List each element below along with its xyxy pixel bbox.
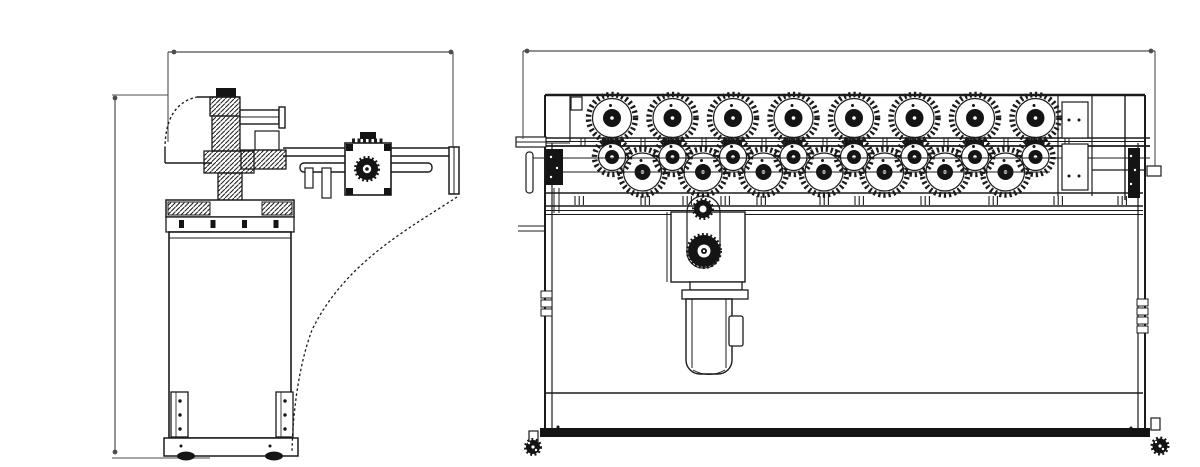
fv-end-bracket-dot [1129, 154, 1133, 158]
fv-tension-dot [555, 166, 559, 170]
fv-leg-rung [1136, 325, 1149, 334]
sv-bolt [178, 413, 182, 417]
sv-cap-block [209, 96, 241, 117]
sv-carriage-handle [360, 132, 376, 139]
sv-bolt [178, 399, 182, 403]
fv-caster-dot [527, 441, 531, 445]
fv-guide-hook [525, 151, 534, 194]
fv-channel-tick [574, 196, 1127, 205]
fv-beam-step-notch [570, 96, 583, 111]
sv-cap-nub [216, 88, 236, 97]
fv-base-mark [1129, 426, 1133, 430]
fv-bearing-block [603, 139, 1045, 146]
sv-dim-arrow [112, 95, 118, 101]
fv-motor-body [685, 298, 733, 375]
sv-carriage-sprocket [354, 156, 380, 182]
sv-hanger-2 [321, 167, 332, 199]
sv-slot [179, 220, 279, 228]
fv-panel-bolt [1077, 118, 1081, 122]
fv-panel-bolt [1067, 118, 1071, 122]
fv-caster-dot [1154, 440, 1158, 444]
layer-front-right-panel [1061, 101, 1140, 198]
fv-leg-rung [1136, 316, 1149, 325]
sv-stand-hatch-left [167, 201, 211, 216]
sv-carriage-corner [346, 188, 353, 195]
layer-front-dims [522, 48, 1162, 177]
sv-base-bolt [268, 444, 272, 448]
fv-tension-block [546, 149, 563, 185]
sv-carriage-corner [384, 144, 391, 151]
layer-front-band2 [545, 192, 1143, 215]
fv-dim-arrow [1148, 48, 1154, 54]
layer-front-left-bracket [515, 136, 563, 232]
sv-guard-curve [291, 196, 458, 453]
layer-front-top-gears [585, 91, 1062, 145]
layer-front-motor [666, 195, 749, 375]
fv-end-panel-upper [1061, 101, 1089, 139]
sv-hanger-1 [304, 167, 314, 189]
layer-side-machine [164, 88, 460, 202]
fv-end-bracket [1128, 148, 1140, 198]
sv-bolt [283, 413, 287, 417]
fv-terminal-box [728, 315, 744, 347]
sv-base-plate [163, 437, 299, 457]
layer-side-stand [163, 199, 299, 461]
sv-bolt [178, 427, 182, 431]
fv-top-roller-gear [585, 91, 1062, 145]
sv-shaft-tbar [278, 106, 286, 129]
layer-front-base [524, 290, 1170, 456]
sv-lower-column [217, 172, 243, 202]
layer-front-small-gears [591, 136, 1056, 178]
fv-base-beam [540, 428, 1150, 437]
sv-mid-shaft [240, 149, 287, 170]
fv-leg-rung [540, 308, 553, 317]
sv-carriage-corner [384, 188, 391, 195]
fv-ext-anchor [1146, 165, 1162, 177]
fv-caster-dot [534, 448, 538, 452]
fv-drive-sprocket-small [692, 198, 714, 220]
fv-caster-dot [1161, 447, 1165, 451]
sv-dim-arrow [112, 449, 118, 455]
fv-motor-flange-lower [681, 289, 749, 300]
sv-base-bolt [179, 444, 183, 448]
fv-end-bracket-dot [1133, 168, 1137, 172]
layer-side-dims [112, 49, 454, 459]
fv-panel-bolt [1067, 174, 1071, 178]
fv-end-panel-lower [1061, 143, 1089, 191]
fv-end-bracket-dot [1129, 182, 1133, 186]
sv-stand-body [168, 231, 292, 439]
fv-dim-arrow [524, 48, 530, 54]
fv-caster-right [1150, 436, 1170, 456]
fv-leg-rung [1136, 298, 1149, 307]
sv-bolt [283, 427, 287, 431]
fv-leg-rung [540, 290, 553, 299]
sv-clamp-block [254, 130, 280, 151]
sv-stand-hatch-right [261, 201, 293, 216]
sv-carriage-corner [346, 144, 353, 151]
fv-caster-stem-right [1150, 417, 1161, 431]
fv-drive-sprocket-large [686, 233, 722, 269]
fv-leg-rung [1136, 307, 1149, 316]
sv-dim-arrow [448, 49, 454, 55]
fv-panel-bolt [1077, 174, 1081, 178]
layer-side-guard [291, 196, 458, 453]
fv-tension-dot [549, 175, 553, 179]
fv-leg-rung [540, 299, 553, 308]
sv-foot-pad [177, 451, 195, 461]
sv-bolt [283, 399, 287, 403]
sv-foot-pad [265, 451, 283, 461]
fv-rail-tick [580, 138, 1070, 146]
fv-lower-small-gear [591, 136, 1056, 178]
fv-base-mark [556, 425, 560, 429]
sv-dim-arrow [171, 49, 177, 55]
sv-head-arc [164, 96, 198, 150]
fv-tension-dot [549, 155, 553, 159]
fv-motor-endcap [692, 369, 726, 375]
fv-motor-flange-upper [689, 281, 743, 291]
sv-spindle-column [211, 115, 241, 152]
